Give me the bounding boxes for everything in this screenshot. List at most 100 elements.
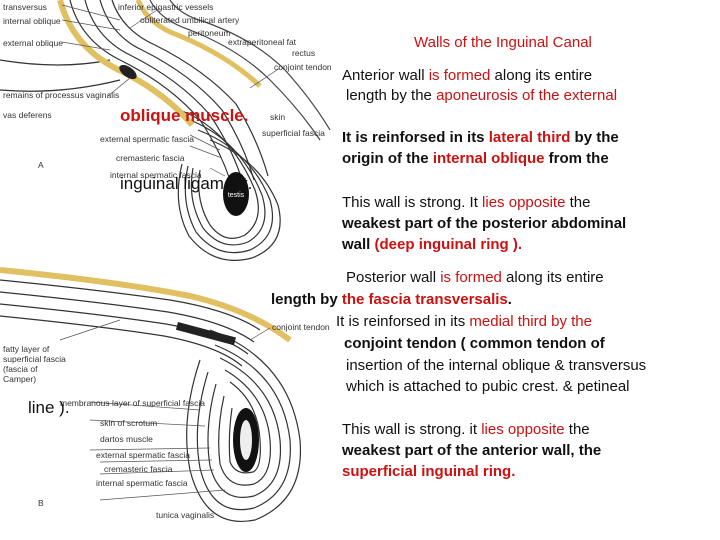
text-run: internal oblique — [432, 150, 545, 167]
text-run: It is reinforsed — [342, 129, 446, 146]
text-run: is formed — [440, 269, 502, 286]
text-run: . — [507, 291, 512, 308]
text-run: weakest part of the anterior wall — [342, 442, 571, 459]
testis-a — [223, 172, 249, 216]
label-tunica-vaginalis: tunica vaginalis — [156, 510, 215, 520]
p4-line2: length by the fascia transversalis. — [271, 290, 512, 310]
p1-line1: Anterior wall is formed along its entire — [342, 66, 592, 86]
overlay-inguinal-ligament: inguinal ligament. — [120, 174, 253, 193]
text-run: the fascia transversalis — [341, 291, 508, 308]
text-run: origin of the — [342, 150, 433, 167]
label-extraperitoneal-fat: extraperitoneal fat — [228, 37, 297, 47]
label-external-oblique: external oblique — [3, 38, 64, 48]
label-figure-a: A — [38, 160, 44, 170]
text-run: lies opposite — [481, 421, 565, 438]
diagram-a — [0, 0, 331, 261]
text-run: aponeurosis of the external — [436, 87, 618, 104]
fat-layer-a2 — [135, 0, 262, 88]
label-vas-deferens: vas deferens — [3, 110, 52, 120]
label-internal-oblique: internal oblique — [3, 16, 61, 26]
text-run: length by — [271, 291, 342, 308]
label-cremasteric-b: cremasteric fascia — [104, 464, 173, 474]
label-external-spermatic-b: external spermatic fascia — [96, 450, 191, 460]
p4-line4: conjoint tendon ( common tendon of — [344, 334, 605, 354]
label-conjoint-tendon-b: conjoint tendon — [272, 322, 330, 332]
text-run: strong. It — [419, 194, 483, 211]
text-run: in its — [430, 313, 470, 330]
p4-line6: which is attached to pubic crest. & peti… — [346, 377, 630, 397]
text-run: lies opposite — [482, 194, 566, 211]
text-run: which is attached to pubic crest. & peti… — [346, 378, 630, 395]
overlay-oblique-text: oblique muscle. — [120, 106, 249, 125]
p4-line5: insertion of the internal oblique & tran… — [346, 356, 646, 376]
p3-line3: wall (deep inguinal ring ). — [342, 235, 522, 255]
inguinal-canal-diagram: testis — [0, 0, 331, 522]
label-camper-fascia: fatty layer of superficial fascia (fasci… — [3, 344, 66, 384]
text-run: the — [564, 421, 590, 438]
p3-line1: This wall is strong. It lies opposite th… — [342, 193, 590, 213]
label-transversus: transversus — [3, 2, 47, 12]
text-run: , the — [570, 442, 602, 459]
text-run: Anterior wall — [342, 67, 429, 84]
text-run: This wall is — [342, 421, 420, 438]
label-rectus: rectus — [292, 48, 316, 58]
label-membranous-layer: membranous layer of superficial fascia — [60, 398, 206, 408]
text-run: is formed — [428, 67, 491, 84]
text-run: superficial inguinal ring. — [342, 463, 516, 480]
text-run: wall — [342, 236, 375, 253]
label-cremasteric-a: cremasteric fascia — [116, 153, 185, 163]
label-inferior-epigastric: inferior epigastric vessels — [118, 2, 214, 12]
label-skin-scrotum: skin of scrotum — [100, 418, 158, 428]
p1-line2: length by the aponeurosis of the externa… — [346, 86, 617, 106]
text-run: reinforsed — [363, 313, 431, 330]
text-run: in its — [445, 129, 489, 146]
tunica-b — [240, 420, 252, 460]
text-run: length by the — [346, 87, 437, 104]
p4-line3: It is reinforsed in its medial third by … — [336, 312, 592, 332]
overlay-line: line ). — [28, 398, 70, 417]
label-dartos: dartos muscle — [100, 434, 153, 444]
text-run: Posterior wall — [346, 269, 441, 286]
text-run: It is — [336, 313, 364, 330]
text-run: insertion — [346, 357, 403, 374]
label-obliterated-artery: obliterated umbilical artery — [140, 15, 240, 25]
conjoint-tendon-b — [175, 322, 236, 346]
label-internal-spermatic-b: internal spermatic fascia — [96, 478, 188, 488]
fat-layer-a — [57, 0, 195, 127]
vas-deferens-a — [119, 64, 137, 80]
label-internal-spermatic-a: internal spermatic fascia — [110, 170, 202, 180]
text-run: medial third by the — [469, 313, 592, 330]
text-run: the — [565, 194, 591, 211]
label-skin: skin — [270, 112, 286, 122]
fat-layer-b — [0, 267, 292, 343]
text-run: lateral third — [488, 129, 571, 146]
text-run: from the — [544, 150, 609, 167]
label-conjoint-tendon-a: conjoint tendon — [274, 62, 332, 72]
label-processus-vaginalis: remains of processus vaginalis — [3, 90, 120, 100]
p2-line2: origin of the internal oblique from the — [342, 149, 609, 169]
svg-text:testis: testis — [228, 192, 245, 199]
anatomy-figure: testis — [0, 0, 340, 540]
text-run: conjoint tendon ( common tendon of — [344, 335, 605, 352]
overlay-oblique-muscle: oblique muscle. — [120, 106, 248, 126]
text-run: weakest part of the posterior abdominal — [342, 215, 627, 232]
label-peritoneum: peritoneum — [188, 28, 231, 38]
label-superficial-fascia: superficial fascia — [262, 128, 325, 138]
text-run: (deep inguinal ring ). — [374, 236, 523, 253]
label-external-spermatic-a: external spermatic fascia — [100, 134, 195, 144]
p5-line3: superficial inguinal ring. — [342, 462, 515, 482]
text-run: along its entire — [501, 269, 604, 286]
p5-line2: weakest part of the anterior wall, the — [342, 441, 601, 461]
p3-line2: weakest part of the posterior abdominal — [342, 214, 626, 234]
page-title: Walls of the Inguinal Canal — [414, 34, 592, 51]
label-figure-b: B — [38, 498, 44, 508]
text-run: along its — [490, 67, 555, 84]
text-run: of the internal oblique & transversus — [402, 357, 647, 374]
text-run: strong. it — [419, 421, 482, 438]
text-run: entire — [554, 67, 593, 84]
p4-line1: Posterior wall is formed along its entir… — [346, 268, 604, 288]
text-run: by the — [570, 129, 619, 146]
p5-line1: This wall is strong. it lies opposite th… — [342, 420, 590, 440]
p2-line1: It is reinforsed in its lateral third by… — [342, 128, 619, 148]
text-run: This wall is — [342, 194, 420, 211]
